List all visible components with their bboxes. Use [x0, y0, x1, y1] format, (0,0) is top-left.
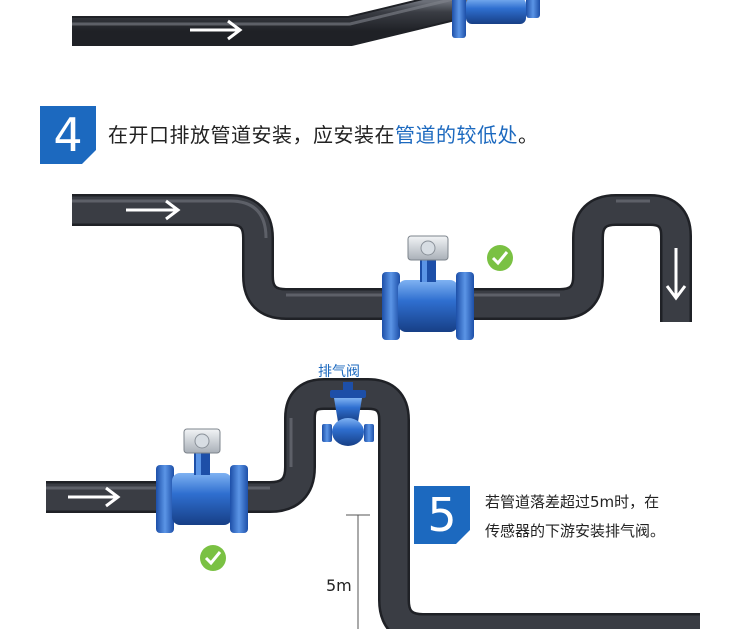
- height-label: 5m: [326, 576, 352, 595]
- top-meter-fragment: [452, 0, 540, 38]
- check-icon: [200, 545, 226, 571]
- flowmeter: [156, 428, 248, 533]
- step-number-badge: 5: [414, 486, 470, 544]
- top-pipe: [72, 0, 474, 46]
- step5-caption-line2: 传感器的下游安装排气阀。: [485, 522, 666, 540]
- step5-caption-line1: 若管道落差超过5m时，在: [485, 493, 660, 511]
- height-marker: [346, 514, 370, 629]
- step4-pipe: [72, 194, 692, 322]
- step4-caption-end: 。: [518, 123, 539, 147]
- step-number: 5: [427, 488, 457, 542]
- flow-arrow-icon: [665, 248, 687, 301]
- step-number-badge: 4: [40, 106, 96, 164]
- step-number: 4: [53, 108, 83, 162]
- flow-arrow-icon: [126, 199, 181, 221]
- check-icon: [487, 245, 513, 271]
- step4-caption-highlight: 管道的较低处: [395, 123, 518, 147]
- flow-arrow-icon: [190, 19, 243, 41]
- step4-caption: 在开口排放管道安装，应安装在管道的较低处。: [108, 119, 539, 148]
- exhaust-valve-label: 排气阀: [318, 364, 360, 380]
- flow-arrow-icon: [68, 486, 121, 508]
- flowmeter: [382, 235, 474, 340]
- step4-caption-text: 在开口排放管道安装，应安装在: [108, 123, 395, 147]
- exhaust-valve: [322, 382, 374, 446]
